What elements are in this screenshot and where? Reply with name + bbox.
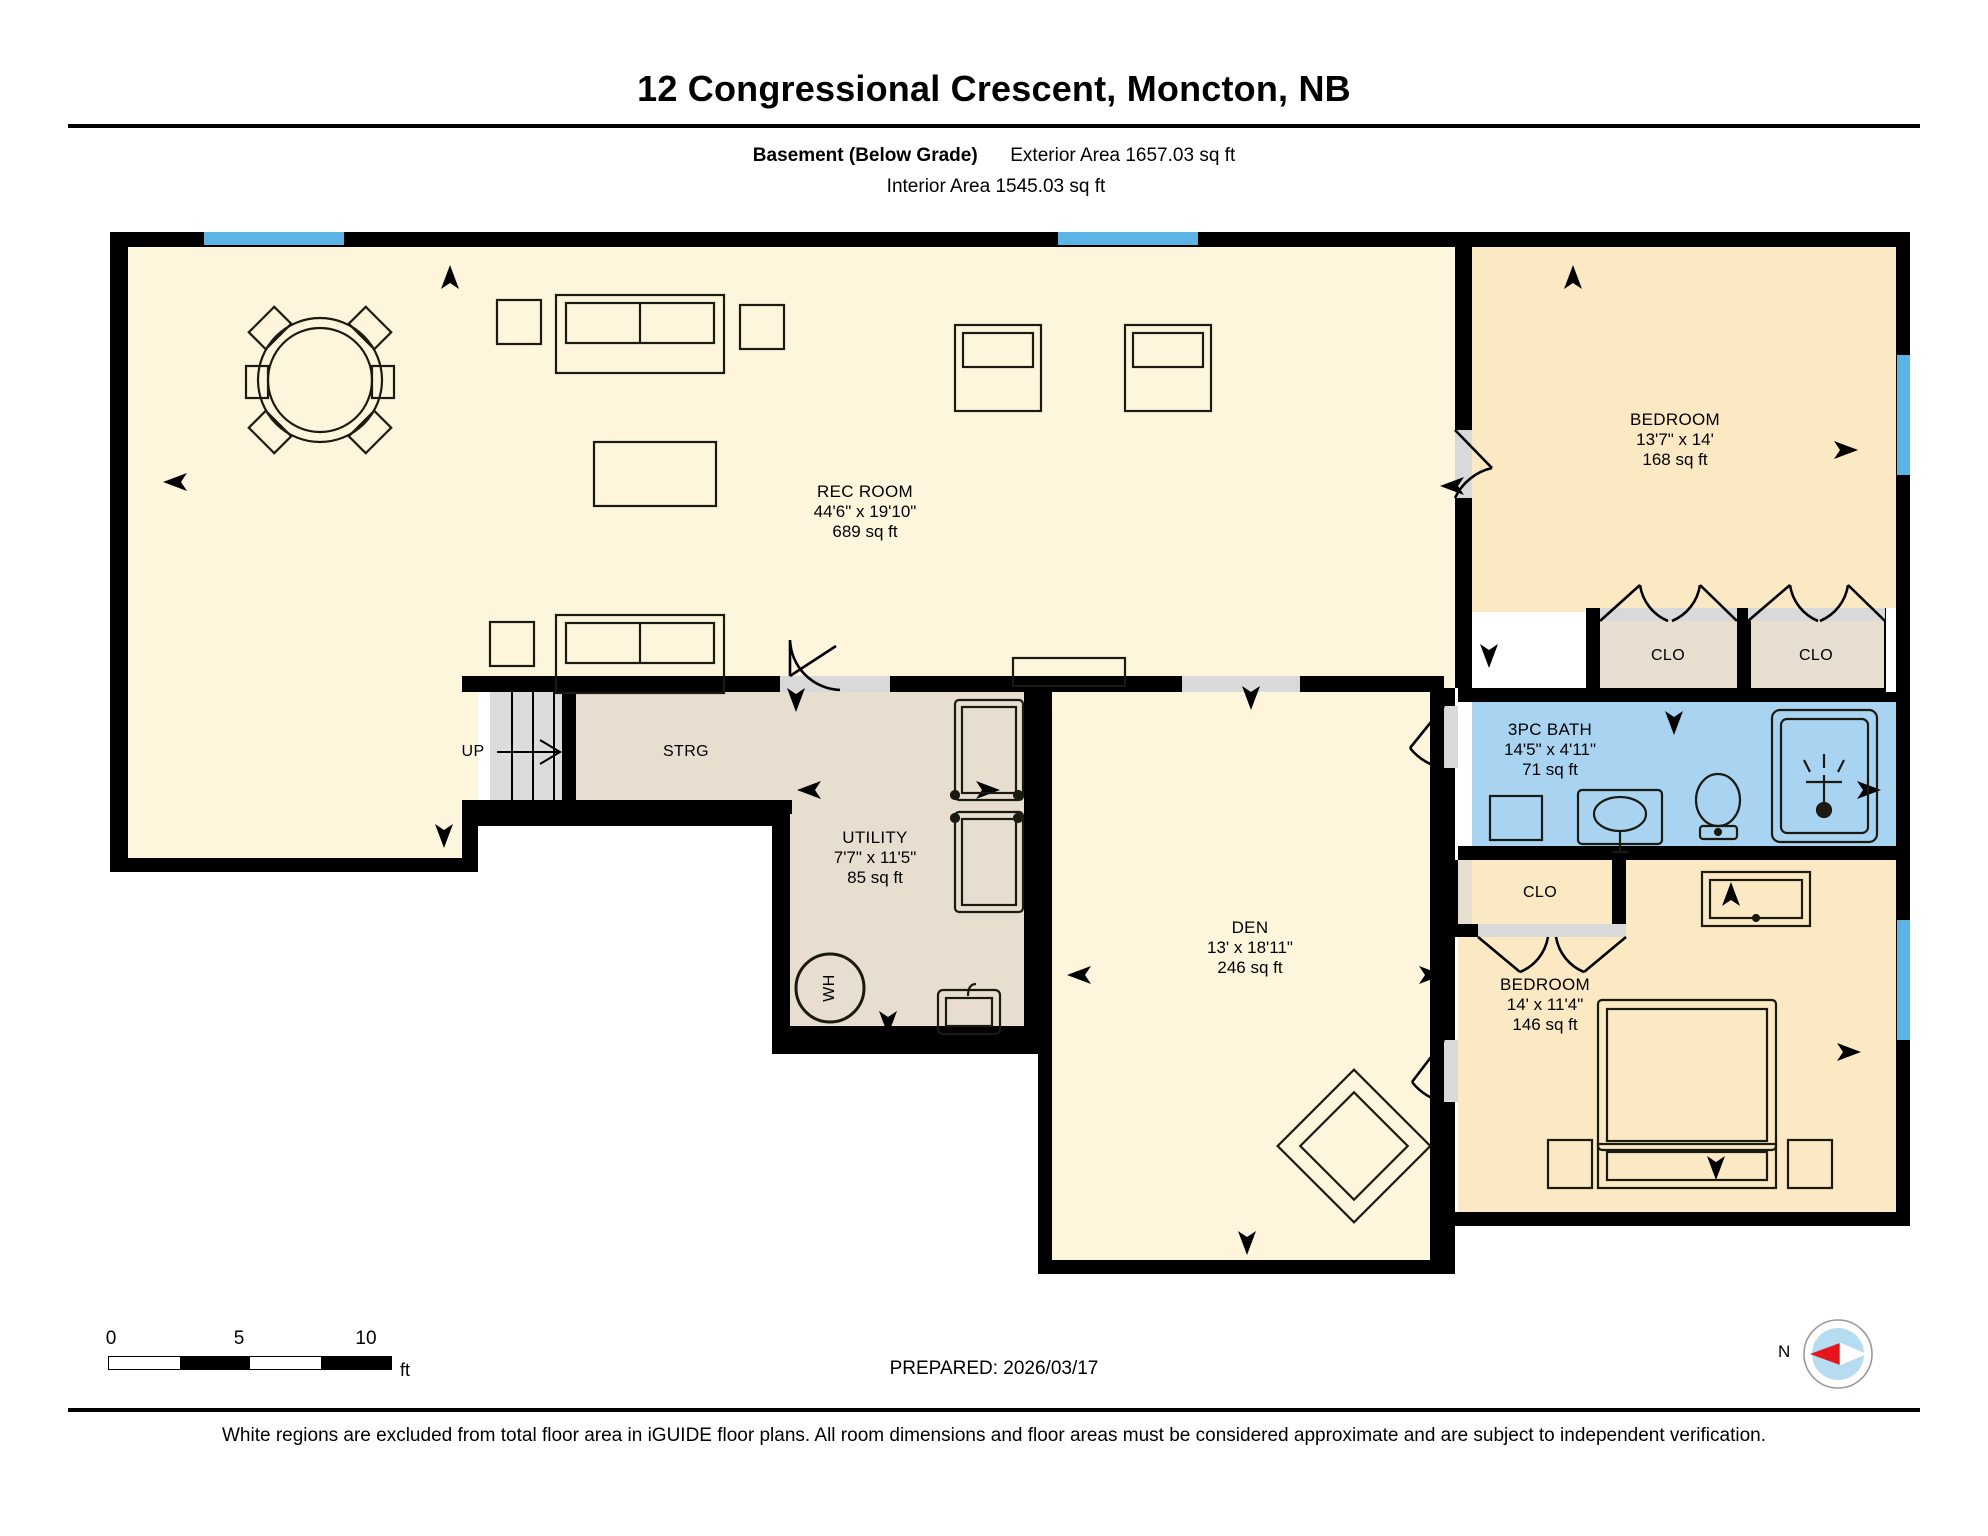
room-label-closet-2: CLO: [1798, 647, 1834, 664]
interior-wall-utility-den: [1024, 676, 1052, 1054]
storage-fill: [575, 690, 790, 812]
scale-bar: 0 5 10 ft: [105, 1328, 418, 1380]
scale-tick-10: 10: [355, 1328, 377, 1349]
closet3-wall-right: [1612, 860, 1626, 936]
door-opening-closet3: [1478, 924, 1626, 937]
storage-wall-bottom: [462, 800, 792, 814]
utility-wall-bottom: [772, 1026, 1052, 1042]
compass-north-label: N: [1778, 1342, 1791, 1361]
room-label-den: DEN 13' x 18'11" 246 sq ft: [1207, 918, 1293, 977]
door-swings: [788, 429, 1886, 1104]
bedroom-2-fill-extra: [1458, 930, 1498, 1212]
interior-wall-storage-top: [462, 676, 1052, 692]
compass-icon: [1803, 1319, 1873, 1389]
utility-fill: [790, 690, 1040, 1040]
closet-wall-b: [1737, 608, 1751, 692]
room-label-rec-room: REC ROOM 44'6" x 19'10" 689 sq ft: [813, 482, 917, 541]
page-title: 12 Congressional Crescent, Moncton, NB: [637, 68, 1351, 109]
rec-room-fill: [128, 247, 1455, 812]
rec-room-fill-lower: [128, 690, 478, 858]
interior-wall-bath-top: [1458, 688, 1896, 702]
scale-seg-4: [320, 1357, 391, 1369]
bedroom-2-fill: [1472, 860, 1896, 1212]
water-heater-label: WH: [821, 974, 838, 1002]
closet-1-fill: [1600, 620, 1737, 692]
den-fill: [1052, 690, 1455, 1260]
exterior-area: Exterior Area 1657.03 sq ft: [1010, 145, 1236, 166]
furniture-rec-room: [244, 293, 1213, 695]
window-right-lower: [1897, 920, 1910, 1040]
interior-wall-bath-bottom: [1458, 846, 1896, 860]
room-label-bedroom-2: BEDROOM 14' x 11'4" 146 sq ft: [1500, 975, 1590, 1034]
prepared-date: PREPARED: 2026/03/17: [889, 1358, 1099, 1379]
door-opening-closet1: [1600, 608, 1737, 621]
furniture-den: [1276, 1068, 1432, 1224]
furniture-bedroom-2: [1546, 870, 1834, 1190]
room-label-bath: 3PC BATH 14'5" x 4'11" 71 sq ft: [1504, 720, 1596, 779]
furniture-bath: [1488, 708, 1879, 854]
interior-wall-den-right: [1430, 688, 1455, 1274]
furniture-utility: [794, 698, 1025, 1036]
compass-rose: N: [1778, 1316, 1876, 1392]
closet-wall-a: [1586, 608, 1600, 692]
scale-bar-graphic: [108, 1356, 392, 1370]
room-label-storage: STRG: [662, 743, 710, 760]
closet-2-fill: [1748, 620, 1885, 692]
window-top-mid: [1058, 232, 1198, 245]
storage-wall-left: [562, 676, 576, 812]
scale-seg-2: [179, 1357, 250, 1369]
room-label-utility: UTILITY 7'7" x 11'5" 85 sq ft: [833, 828, 917, 887]
footer-divider: [68, 1408, 1920, 1412]
room-label-closet-3: CLO: [1522, 884, 1558, 901]
window-top-left: [204, 232, 344, 245]
door-opening-utility: [780, 676, 890, 692]
door-opening-closet2: [1748, 608, 1885, 621]
stairs-up-label: UP: [461, 743, 485, 760]
scale-tick-0: 0: [105, 1328, 117, 1349]
utility-wall-left: [772, 800, 790, 1040]
area-summary: Basement (Below Grade) Exterior Area 165…: [0, 140, 1988, 202]
window-closet-gap: [1886, 608, 1896, 692]
disclaimer-text: White regions are excluded from total fl…: [221, 1425, 1767, 1446]
interior-area: Interior Area 1545.03 sq ft: [886, 176, 1106, 197]
scale-tick-5: 5: [233, 1328, 245, 1349]
stairs-treads: [497, 690, 562, 812]
room-label-closet-1: CLO: [1650, 647, 1686, 664]
level-label: Basement (Below Grade): [752, 145, 978, 166]
door-opening-bedroom2: [1444, 1040, 1458, 1102]
title-divider: [68, 124, 1920, 128]
bedroom-1-fill: [1472, 247, 1896, 612]
scale-unit-label: ft: [400, 1360, 411, 1380]
door-opening-bath: [1444, 706, 1458, 768]
door-opening-den: [1182, 676, 1300, 692]
window-right-upper: [1897, 355, 1910, 475]
room-label-bedroom-1: BEDROOM 13'7" x 14' 168 sq ft: [1630, 410, 1720, 469]
